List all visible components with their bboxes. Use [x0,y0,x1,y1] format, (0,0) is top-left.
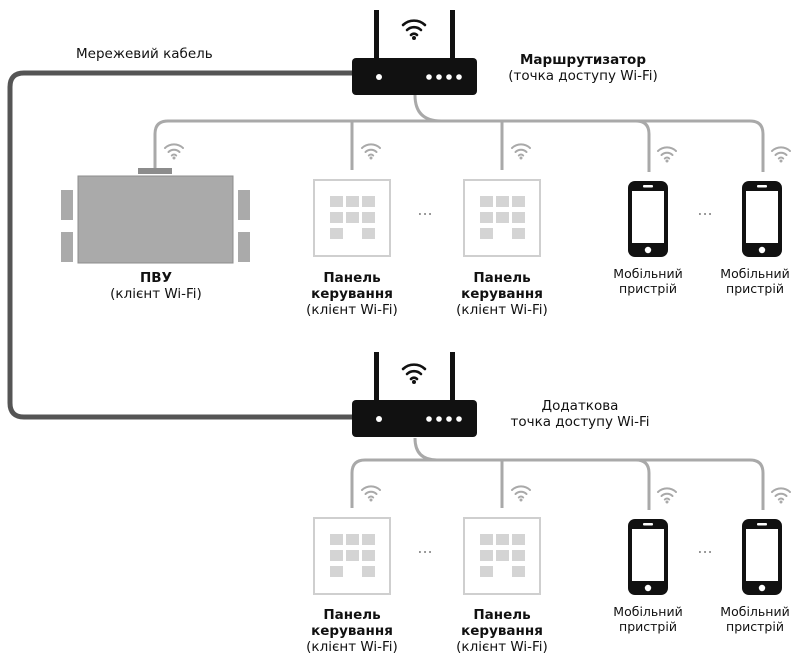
mobile-line1: Мобільний [720,266,790,281]
wifi-icon [361,485,381,503]
panel-subtitle: (клієнт Wi-Fi) [306,639,398,655]
cable-label: Мережевий кабель [76,46,213,62]
control-panel-icon [463,517,541,595]
panel-line1: Панель [323,270,381,286]
extra-router-line2: точка доступу Wi-Fi [510,414,650,430]
mobile-label: Мобільний пристрій [712,266,798,296]
extra-router-label: Додаткова точка доступу Wi-Fi [500,398,660,430]
smartphone-icon [742,181,782,257]
mobile-label: Мобільний пристрій [603,604,693,634]
wifi-icon [657,146,677,164]
main-router-label: Маршрутизатор (точка доступу Wi-Fi) [498,52,668,84]
smartphone-icon [628,519,668,595]
panel-line1: Панель [323,607,381,623]
wifi-icon [771,146,791,164]
pvu-label: ПВУ (клієнт Wi-Fi) [86,270,226,302]
panel-subtitle: (клієнт Wi-Fi) [456,639,548,655]
extra-router-icon [352,352,477,437]
control-panel-icon [463,179,541,257]
mobile-label: Мобільний пристрій [712,604,798,634]
mobile-line2: пристрій [619,619,677,634]
pvu-name: ПВУ [140,270,172,286]
main-router-name: Маршрутизатор [519,52,646,68]
panel-label: Панель керування (клієнт Wi-Fi) [287,270,417,318]
mobile-line1: Мобільний [613,266,683,281]
ellipsis: ... [417,200,433,219]
panel-line1: Панель [473,607,531,623]
extra-router-line1: Додаткова [541,398,619,414]
wifi-icon [361,143,381,161]
network-cable [7,70,352,420]
top-link-lines [153,94,765,172]
smartphone-icon [742,519,782,595]
smartphone-icon [628,181,668,257]
ventilation-unit-icon [61,168,250,264]
mobile-line2: пристрій [726,281,784,296]
wifi-icon [511,143,531,161]
wifi-icon [771,487,791,505]
main-router-icon [352,10,477,95]
panel-line2: керування [461,623,543,639]
pvu-subtitle: (клієнт Wi-Fi) [110,286,202,302]
ellipsis: ... [697,538,713,557]
wifi-icon [511,485,531,503]
ellipsis: ... [697,200,713,219]
panel-line1: Панель [473,270,531,286]
panel-label: Панель керування (клієнт Wi-Fi) [437,270,567,318]
wifi-icon [164,143,184,161]
panel-subtitle: (клієнт Wi-Fi) [456,302,548,318]
panel-line2: керування [311,286,393,302]
ellipsis: ... [417,538,433,557]
control-panel-icon [313,179,391,257]
panel-label: Панель керування (клієнт Wi-Fi) [437,607,567,655]
mobile-line1: Мобільний [613,604,683,619]
mobile-line1: Мобільний [720,604,790,619]
panel-label: Панель керування (клієнт Wi-Fi) [287,607,417,655]
mobile-line2: пристрій [619,281,677,296]
mobile-label: Мобільний пристрій [603,266,693,296]
panel-line2: керування [461,286,543,302]
wifi-icon [657,487,677,505]
control-panel-icon [313,517,391,595]
main-router-subtitle: (точка доступу Wi-Fi) [508,68,658,84]
panel-subtitle: (клієнт Wi-Fi) [306,302,398,318]
bottom-link-lines [350,437,765,510]
mobile-line2: пристрій [726,619,784,634]
panel-line2: керування [311,623,393,639]
